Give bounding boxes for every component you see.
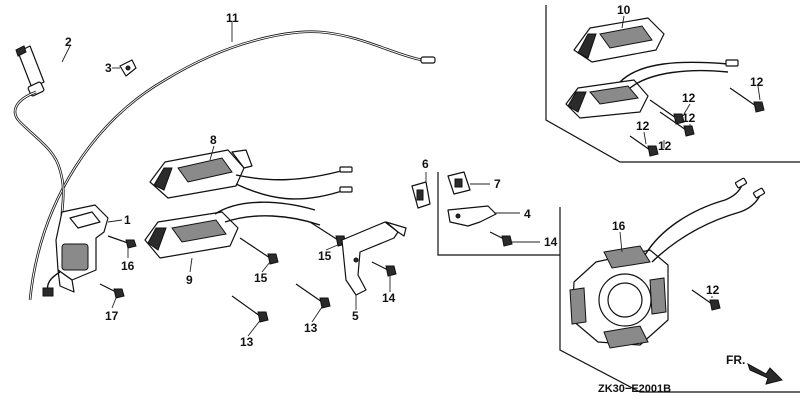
callout-7: 7 (494, 177, 501, 191)
callout-1: 1 (124, 213, 131, 227)
part-2-plug-cap (13, 45, 65, 216)
part-6-grommet (411, 181, 431, 209)
part-5-bracket (341, 221, 407, 296)
front-arrow-icon (747, 362, 783, 385)
callout-16-lower: 17 (105, 309, 119, 323)
front-label: FR. (726, 353, 745, 367)
leader-lines (61, 15, 761, 337)
part-7-clip (447, 171, 471, 195)
part-10-charge-coils (565, 17, 739, 119)
callout-4: 4 (524, 207, 531, 221)
callout-8: 8 (210, 133, 217, 147)
callout-10: 10 (617, 3, 631, 17)
callout-11: 11 (226, 11, 239, 25)
front-direction-indicator: FR. (726, 353, 783, 385)
callout-9: 9 (186, 273, 193, 287)
callout-13-left: 13 (240, 335, 254, 349)
callout-3: 3 (105, 61, 112, 75)
callout-12-d: 12 (636, 119, 650, 133)
callout-16-upper: 16 (121, 259, 135, 273)
callout-5: 5 (352, 309, 359, 323)
part-17-stator (569, 177, 766, 349)
callout-15-left: 15 (254, 271, 268, 285)
callout-2: 2 (65, 35, 72, 49)
callout-13-right: 13 (304, 321, 318, 335)
callout-12-c: 12 (682, 111, 696, 125)
part-14-bolt-right (489, 231, 513, 247)
section-frames (437, 5, 800, 393)
part-3-clip (119, 59, 137, 77)
callout-12-e: 12 (658, 139, 672, 153)
part-14-bolt-mid (371, 261, 397, 277)
callout-12-a: 12 (750, 75, 764, 89)
part-13-15-bolts (231, 221, 347, 323)
callout-12-f: 12 (706, 283, 720, 297)
callout-12-b: 12 (682, 91, 696, 105)
part-8-charge-coil (149, 149, 353, 200)
callout-17: 16 (612, 219, 626, 233)
part-1-ignition-coil (42, 204, 109, 297)
part-9-charge-coil (144, 201, 321, 259)
diagram-code: ZK30−E2001B (598, 383, 671, 395)
callout-14-right: 14 (544, 235, 558, 249)
callouts: 2 3 11 1 16 17 8 9 13 13 15 15 5 14 6 7 … (65, 3, 764, 349)
callout-6: 6 (422, 157, 429, 171)
callout-14-mid: 14 (382, 291, 396, 305)
part-12-bolt-lower (691, 289, 721, 311)
part-16-bolts (99, 235, 137, 299)
part-12-bolts-top (629, 87, 765, 157)
callout-15-right: 15 (318, 249, 332, 263)
part-4-bracket (447, 205, 497, 227)
